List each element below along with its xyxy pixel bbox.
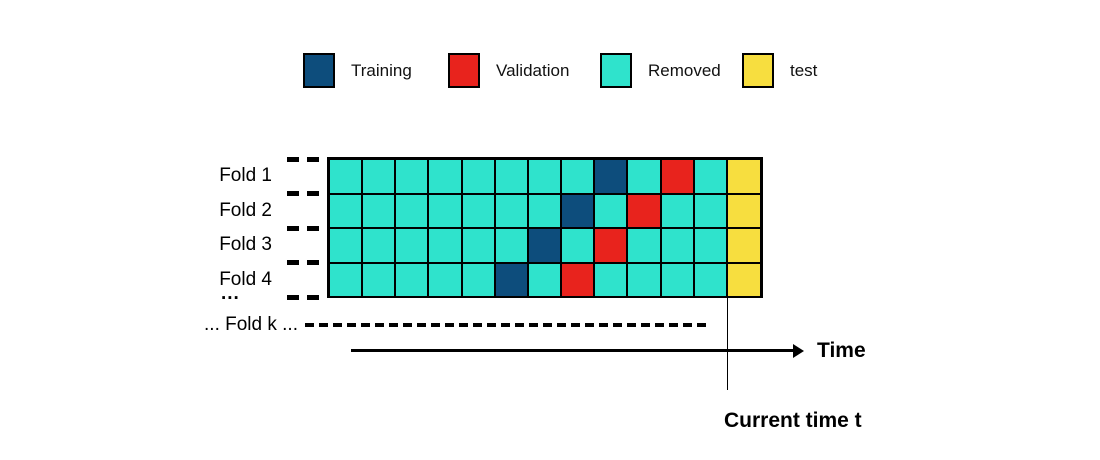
cell-removed <box>395 193 429 228</box>
cell-removed <box>329 159 363 194</box>
fold-k-dashed-line <box>305 323 711 327</box>
cell-test <box>726 193 761 228</box>
cell-removed <box>362 262 396 297</box>
cell-removed <box>329 262 363 297</box>
row-cells <box>329 193 761 228</box>
fold-label: Fold 2 <box>219 199 272 221</box>
cell-removed <box>627 159 661 194</box>
cell-test <box>726 159 761 194</box>
current-time-line <box>726 297 728 390</box>
cell-training <box>494 262 528 297</box>
legend-label: Validation <box>496 60 570 80</box>
cell-removed <box>362 228 396 263</box>
cell-validation <box>660 159 694 194</box>
cell-removed <box>395 228 429 263</box>
row-boundary-dash <box>287 294 320 300</box>
cell-validation <box>594 228 628 263</box>
row-cells <box>329 159 761 194</box>
fold-label: Fold 3 <box>219 234 272 255</box>
cell-removed <box>395 159 429 194</box>
row-cells <box>329 228 761 263</box>
removed-swatch-icon <box>600 53 632 88</box>
cell-removed <box>461 262 495 297</box>
cell-validation <box>561 262 595 297</box>
cell-removed <box>461 193 495 228</box>
legend-label: Removed <box>648 60 721 80</box>
legend-item-training: Training <box>303 53 412 88</box>
training-swatch-icon <box>303 53 335 88</box>
cell-removed <box>693 228 727 263</box>
validation-swatch-icon <box>448 53 480 88</box>
cell-removed <box>329 193 363 228</box>
cell-removed <box>594 262 628 297</box>
cell-training <box>527 228 562 263</box>
legend-label: Training <box>351 60 412 80</box>
row-boundary-dash <box>287 225 320 231</box>
cell-removed <box>362 159 396 194</box>
cell-removed <box>428 159 462 194</box>
cell-removed <box>693 193 727 228</box>
cell-removed <box>494 228 528 263</box>
cell-removed <box>428 193 462 228</box>
cell-removed <box>527 193 562 228</box>
legend-item-removed: Removed <box>600 53 721 88</box>
cell-removed <box>660 193 694 228</box>
cell-removed <box>527 159 562 194</box>
cell-removed <box>660 228 694 263</box>
fold-k-label: ... Fold k ... <box>204 314 298 335</box>
cell-training <box>594 159 628 194</box>
test-swatch-icon <box>742 53 774 88</box>
current-time-label: Current time t <box>724 409 862 432</box>
cell-removed <box>329 228 363 263</box>
row-boundary-dash <box>287 156 320 162</box>
time-axis-arrow <box>351 349 795 352</box>
cell-test <box>726 228 761 263</box>
fold-label: Fold 4 <box>219 268 272 290</box>
row-boundary-dash <box>287 260 320 265</box>
cell-removed <box>395 262 429 297</box>
cell-removed <box>660 262 694 297</box>
cell-removed <box>494 159 528 194</box>
cell-removed <box>627 262 661 297</box>
legend-item-test: test <box>742 53 817 88</box>
cell-test <box>726 262 761 297</box>
row-boundary-dash <box>287 191 320 196</box>
more-folds-ellipsis: ... <box>221 283 240 304</box>
cell-removed <box>527 262 562 297</box>
cell-removed <box>461 159 495 194</box>
cell-removed <box>693 159 727 194</box>
cell-removed <box>362 193 396 228</box>
cell-removed <box>561 159 595 194</box>
cell-removed <box>461 228 495 263</box>
cell-training <box>561 193 595 228</box>
cell-removed <box>594 193 628 228</box>
legend-item-validation: Validation <box>448 53 569 88</box>
cell-removed <box>561 228 595 263</box>
legend-label: test <box>790 60 818 80</box>
cell-removed <box>494 193 528 228</box>
cell-removed <box>693 262 727 297</box>
cell-removed <box>627 228 661 263</box>
cell-removed <box>428 228 462 263</box>
fold-label: Fold 1 <box>219 165 272 186</box>
time-axis-label: Time <box>817 339 866 362</box>
row-cells <box>329 262 761 297</box>
time-arrow-head-icon <box>793 343 804 358</box>
cell-validation <box>627 193 661 228</box>
cell-removed <box>428 262 462 297</box>
